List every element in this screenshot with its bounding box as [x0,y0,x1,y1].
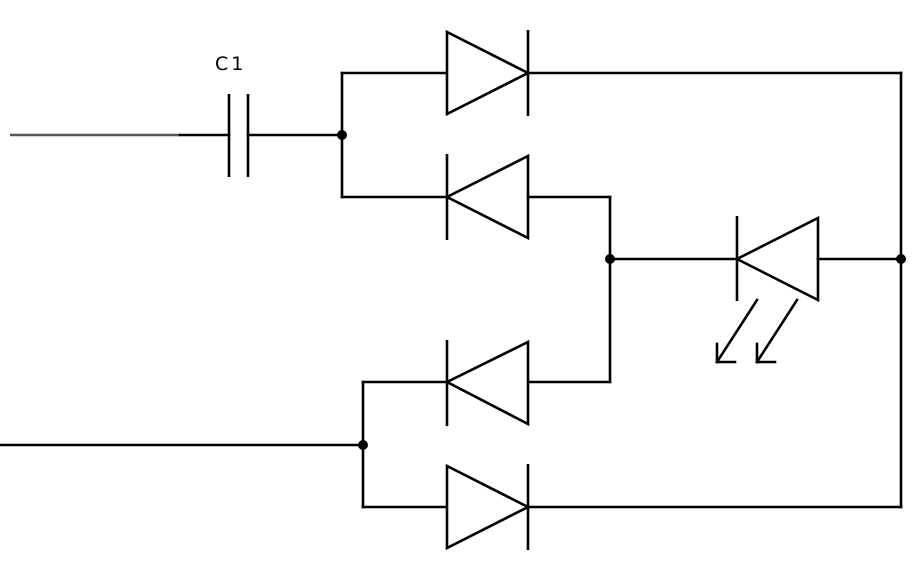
capacitor-label: C1 [215,53,246,75]
led-emission-arrows-icon [715,298,799,364]
junction-node-c [605,254,615,264]
diode-d3 [361,339,612,427]
led [608,215,903,303]
diode-d2 [340,153,612,241]
junction-node-b [358,440,368,450]
junction-node-d [896,254,906,264]
junction-node-a [337,130,347,140]
diode-d4 [361,463,903,551]
diode-d1 [340,29,903,117]
capacitor-c1: C1 [215,53,250,177]
